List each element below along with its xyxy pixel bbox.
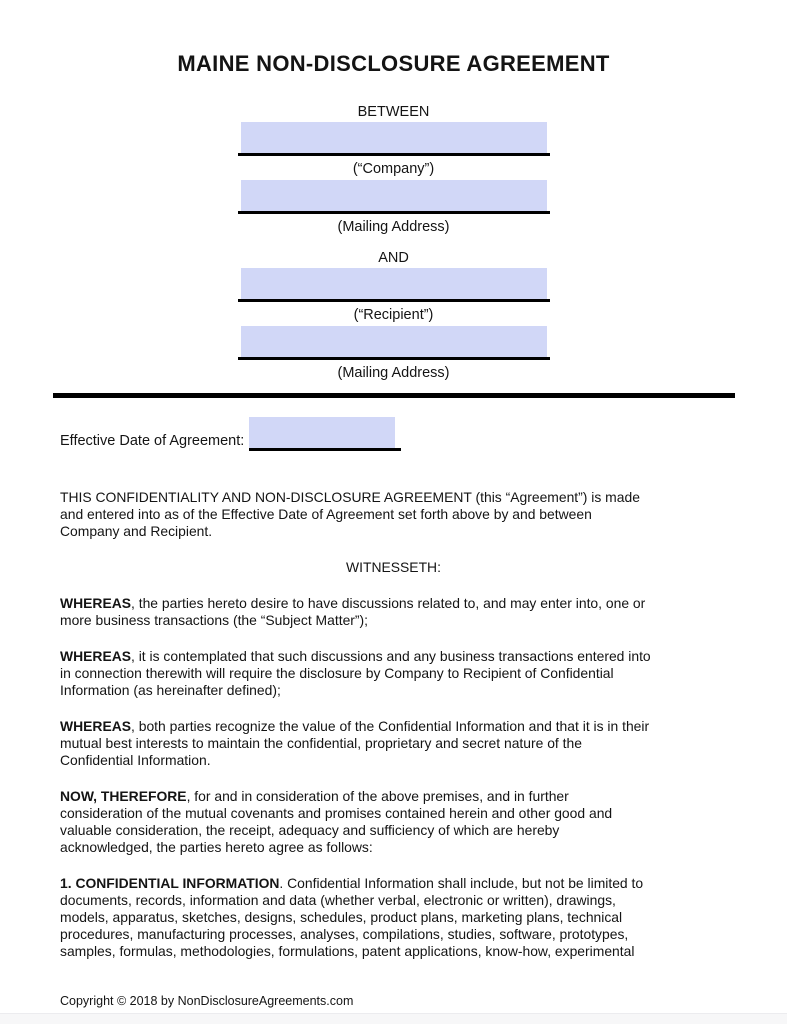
company-caption: (“Company”) xyxy=(352,161,435,177)
document-title: MAINE NON-DISCLOSURE AGREEMENT xyxy=(177,51,610,76)
paragraph-line: samples, formulas, methodologies, formul… xyxy=(60,943,635,959)
recipient-mailing-address-field[interactable] xyxy=(240,326,547,357)
between-label: BETWEEN xyxy=(357,104,430,120)
section-divider xyxy=(53,393,735,398)
recipient-address-group: (Mailing Address) xyxy=(237,326,550,382)
effective-date-label: Effective Date of Agreement: xyxy=(60,433,245,449)
paragraph-line: Information (as hereinafter defined); xyxy=(60,682,281,698)
company-mailing-address-field[interactable] xyxy=(240,180,547,211)
company-address-underline xyxy=(237,180,550,214)
company-address-group: (Mailing Address) xyxy=(237,180,550,236)
recipient-caption: (“Recipient”) xyxy=(353,307,434,323)
paragraph-line: WHEREAS, both parties recognize the valu… xyxy=(60,718,650,734)
paragraph-line: THIS CONFIDENTIALITY AND NON-DISCLOSURE … xyxy=(60,489,640,505)
paragraph-line: WHEREAS, it is contemplated that such di… xyxy=(60,648,651,664)
copyright-notice: Copyright © 2018 by NonDisclosureAgreeme… xyxy=(60,994,354,1008)
company-name-underline xyxy=(237,122,550,156)
paragraph-line: in connection therewith will require the… xyxy=(60,665,614,681)
section-1-confidential-information: 1. CONFIDENTIAL INFORMATION. Confidentia… xyxy=(60,875,727,960)
paragraph-line: mutual best interests to maintain the co… xyxy=(60,735,582,751)
paragraph-line: consideration of the mutual covenants an… xyxy=(60,805,613,821)
paragraph-line: Company and Recipient. xyxy=(60,523,213,539)
paragraph-line: NOW, THEREFORE, for and in consideration… xyxy=(60,788,569,804)
effective-date-field[interactable] xyxy=(249,417,396,448)
paragraph-line: Confidential Information. xyxy=(60,752,211,768)
effective-date-underline xyxy=(249,417,402,451)
whereas-clause-2: WHEREAS, it is contemplated that such di… xyxy=(60,648,727,699)
paragraph-line: WHEREAS, the parties hereto desire to ha… xyxy=(60,595,646,611)
paragraph-line: more business transactions (the “Subject… xyxy=(60,612,369,628)
body-paragraphs: THIS CONFIDENTIALITY AND NON-DISCLOSURE … xyxy=(60,489,727,960)
paragraph-line: valuable consideration, the receipt, ade… xyxy=(60,822,560,838)
and-label: AND xyxy=(378,250,409,266)
intro-clause: THIS CONFIDENTIALITY AND NON-DISCLOSURE … xyxy=(60,489,727,540)
paragraph-line: WITNESSETH: xyxy=(346,559,441,575)
paragraph-line: documents, records, information and data… xyxy=(60,892,616,908)
paragraph-line: procedures, manufacturing processes, ana… xyxy=(60,926,629,942)
paragraph-line: acknowledged, the parties hereto agree a… xyxy=(60,839,373,855)
effective-date-row: Effective Date of Agreement: xyxy=(60,417,787,451)
witnesseth-heading: WITNESSETH: xyxy=(60,559,727,576)
recipient-address-caption: (Mailing Address) xyxy=(337,365,450,381)
recipient-name-field[interactable] xyxy=(240,268,547,299)
recipient-name-underline xyxy=(237,268,550,302)
whereas-clause-1: WHEREAS, the parties hereto desire to ha… xyxy=(60,595,727,629)
paragraph-line: models, apparatus, sketches, designs, sc… xyxy=(60,909,623,925)
recipient-name-group: (“Recipient”) xyxy=(237,268,550,324)
paragraph-line: 1. CONFIDENTIAL INFORMATION. Confidentia… xyxy=(60,875,644,891)
company-name-group: (“Company”) xyxy=(237,122,550,178)
now-therefore-clause: NOW, THEREFORE, for and in consideration… xyxy=(60,788,727,856)
page-bottom-strip xyxy=(0,1013,787,1024)
company-address-caption: (Mailing Address) xyxy=(337,219,450,235)
paragraph-line: and entered into as of the Effective Dat… xyxy=(60,506,592,522)
recipient-address-underline xyxy=(237,326,550,360)
whereas-clause-3: WHEREAS, both parties recognize the valu… xyxy=(60,718,727,769)
company-name-field[interactable] xyxy=(240,122,547,153)
